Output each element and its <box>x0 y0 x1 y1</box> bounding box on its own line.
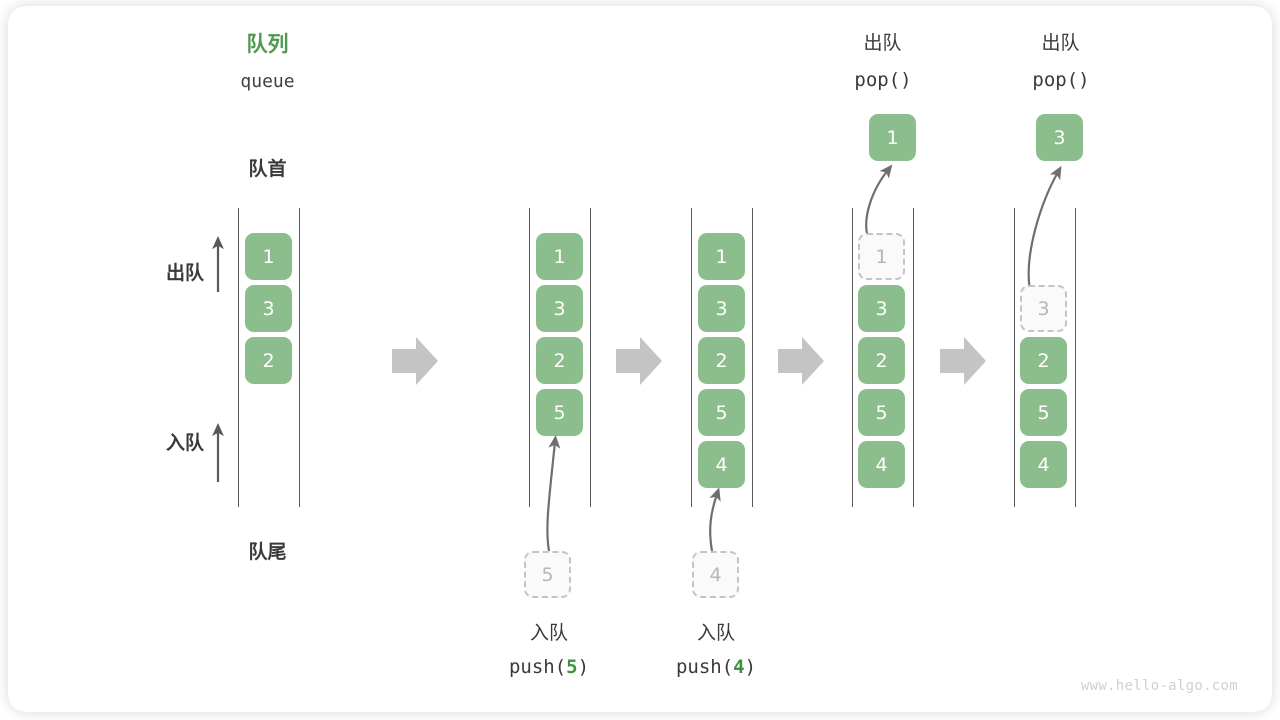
queue-item: 2 <box>1020 337 1067 384</box>
step-separator-arrow-3 <box>778 337 824 385</box>
queue-item: 3 <box>536 285 583 332</box>
dequeue-direction-label: 出队 <box>165 263 204 284</box>
queue-item: 3 <box>698 285 745 332</box>
queue-item: 3 <box>245 285 292 332</box>
queue-rail-right-3 <box>752 208 753 507</box>
diagram-title-en: queue <box>240 71 295 92</box>
queue-item: 2 <box>858 337 905 384</box>
push-5-code-prefix: push( <box>508 656 567 678</box>
push-4-code-arg: 4 <box>733 656 745 678</box>
pop-1-code-suffix: ) <box>900 69 912 91</box>
popped-element-1: 1 <box>869 114 916 161</box>
watermark: www.hello-algo.com <box>1080 678 1238 694</box>
queue-item-new: 5 <box>536 389 583 436</box>
push-5-operation-code: push(5) <box>478 655 620 679</box>
queue-item: 1 <box>698 233 745 280</box>
step-separator-arrow-2 <box>616 337 662 385</box>
pop-3-operation-cn: 出队 <box>1041 33 1080 54</box>
push-5-operation-cn: 入队 <box>529 623 568 644</box>
push-5-code-suffix: ) <box>577 656 590 678</box>
pop-3-code-suffix: ) <box>1078 69 1090 91</box>
step-separator-arrow-1 <box>392 337 438 385</box>
push-4-code-prefix: push( <box>675 656 734 678</box>
queue-rail-right-1 <box>299 208 300 507</box>
push-5-arrow <box>546 434 561 552</box>
pop-1-code-prefix: pop( <box>854 69 901 91</box>
queue-rail-left-4 <box>852 208 853 507</box>
queue-item: 4 <box>858 441 905 488</box>
queue-item-removed: 3 <box>1020 285 1067 332</box>
incoming-element-5: 5 <box>524 551 571 598</box>
pop-1-operation-code: pop() <box>818 68 948 92</box>
queue-rail-right-2 <box>590 208 591 507</box>
push-4-operation-cn: 入队 <box>696 623 735 644</box>
queue-rail-left-1 <box>238 208 239 507</box>
queue-rail-left-2 <box>529 208 530 507</box>
push-5-code-arg: 5 <box>566 656 578 678</box>
queue-item: 2 <box>698 337 745 384</box>
queue-item-removed: 1 <box>858 233 905 280</box>
pop-3-operation-code: pop() <box>996 68 1126 92</box>
queue-item: 1 <box>245 233 292 280</box>
queue-rail-right-5 <box>1075 208 1076 507</box>
queue-item: 3 <box>858 285 905 332</box>
queue-rail-right-4 <box>913 208 914 507</box>
push-4-arrow <box>709 487 721 552</box>
incoming-element-4: 4 <box>692 551 739 598</box>
queue-item: 2 <box>536 337 583 384</box>
queue-rail-left-5 <box>1014 208 1015 507</box>
push-4-operation-code: push(4) <box>645 655 787 679</box>
queue-item: 1 <box>536 233 583 280</box>
queue-item: 2 <box>245 337 292 384</box>
popped-element-3: 3 <box>1036 114 1083 161</box>
pop-3-code-prefix: pop( <box>1032 69 1079 91</box>
push-4-code-suffix: ) <box>744 656 757 678</box>
diagram-title-cn: 队列 <box>246 33 289 56</box>
pop-1-operation-cn: 出队 <box>863 33 902 54</box>
pop-3-arrow <box>1027 165 1062 291</box>
queue-head-label: 队首 <box>248 159 287 180</box>
queue-tail-label: 队尾 <box>248 542 287 563</box>
step-separator-arrow-4 <box>940 337 986 385</box>
queue-item: 4 <box>1020 441 1067 488</box>
queue-item: 5 <box>698 389 745 436</box>
queue-rail-left-3 <box>691 208 692 507</box>
queue-item-new: 4 <box>698 441 745 488</box>
enqueue-direction-label: 入队 <box>165 433 204 454</box>
queue-item: 5 <box>1020 389 1067 436</box>
queue-item: 5 <box>858 389 905 436</box>
pop-1-arrow <box>865 164 893 239</box>
